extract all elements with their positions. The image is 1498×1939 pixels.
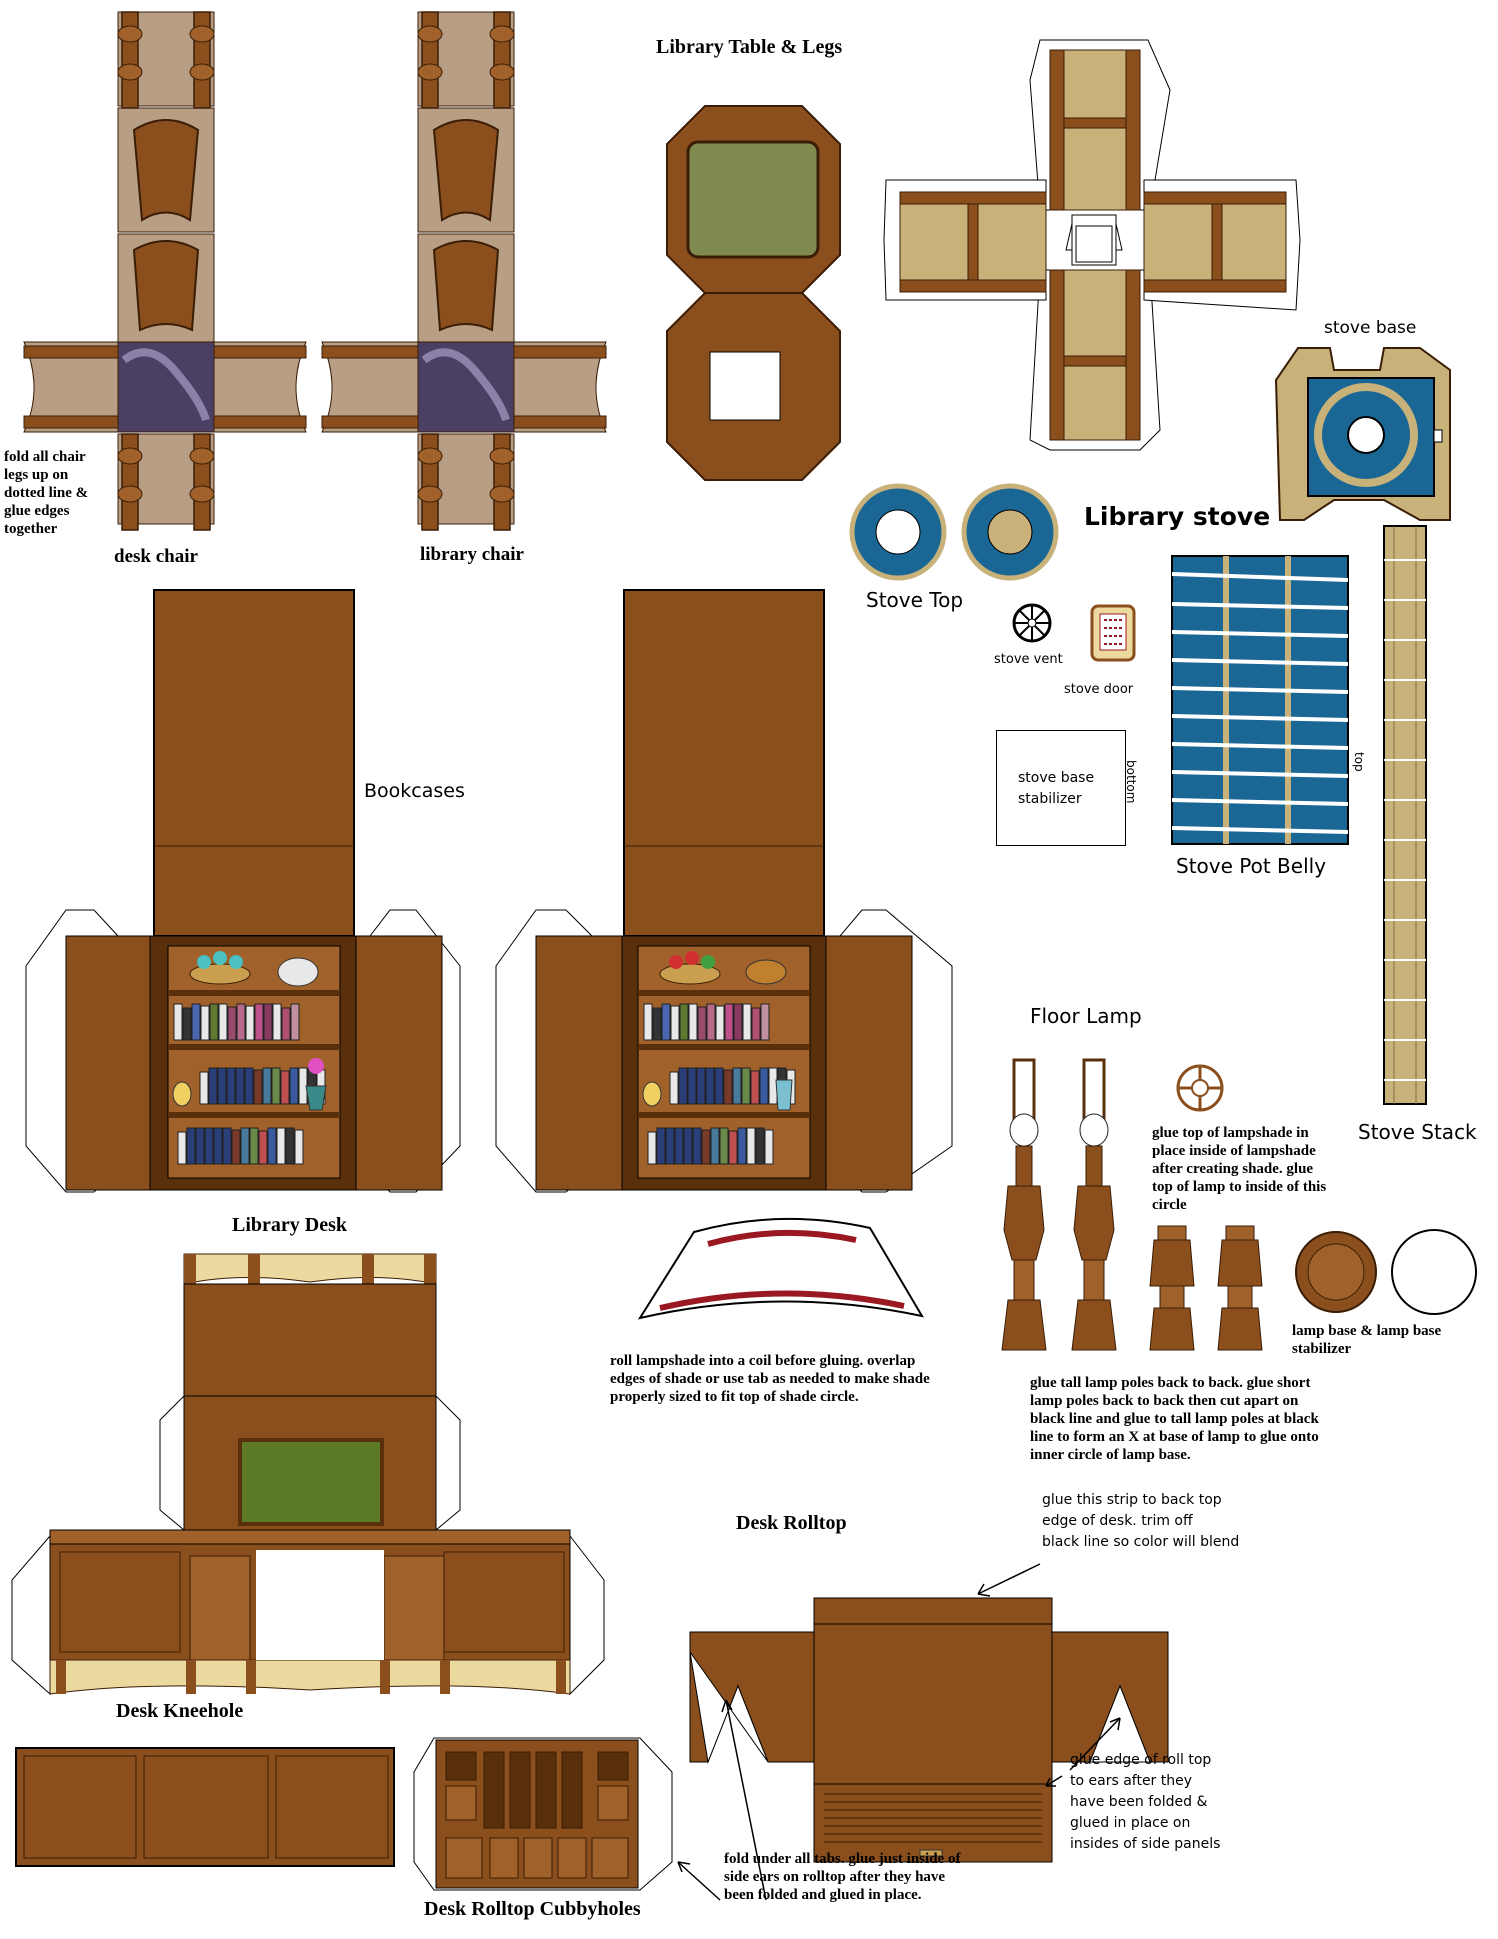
bookcase-icon xyxy=(495,589,953,1193)
rolltop-strip-note: glue this strip to back top edge of desk… xyxy=(1042,1492,1240,1550)
stove-top-label: Stove Top xyxy=(866,588,964,612)
library-chair-label: library chair xyxy=(420,544,524,565)
table-top-icon xyxy=(666,105,841,481)
rolltop-ears-note: glue edge of roll top to ears after they… xyxy=(1070,1752,1221,1852)
lamp-base-label: lamp base & lamp base stabilizer xyxy=(1292,1323,1442,1357)
desk-kneehole-title: Desk Kneehole xyxy=(116,1700,244,1722)
library-chair-icon xyxy=(321,11,607,531)
lampshade-roll-note: roll lampshade into a coil before gluing… xyxy=(610,1353,930,1405)
lampshade-icon xyxy=(637,1217,925,1320)
cubby-tabs-note: fold under all tabs. glue just inside of… xyxy=(724,1851,961,1903)
desk-icon xyxy=(11,1253,605,1696)
lamp-poles-note: glue tall lamp poles back to back. glue … xyxy=(1030,1375,1319,1463)
lamp-pole-icon xyxy=(1000,1058,1477,1352)
cubbyholes-icon xyxy=(413,1737,673,1891)
stove-top-icon xyxy=(849,483,1059,581)
bookcases-title: Bookcases xyxy=(364,780,465,802)
table-legs-icon xyxy=(883,39,1301,451)
bookcase-icon xyxy=(25,589,461,1193)
pot-belly-top-label: top xyxy=(1352,752,1366,772)
pot-belly-bottom-label: bottom xyxy=(1124,760,1138,804)
stove-base-stabilizer xyxy=(996,730,1126,846)
stove-door-icon xyxy=(1090,604,1136,662)
stove-base-stabilizer-label: stove base stabilizer xyxy=(1018,770,1095,807)
stove-vent-icon xyxy=(1012,603,1052,643)
library-stove-title: Library stove xyxy=(1084,502,1271,531)
desk-kneehole-icon xyxy=(15,1747,395,1867)
floor-lamp-title: Floor Lamp xyxy=(1030,1004,1142,1028)
stove-base-icon xyxy=(1274,347,1451,521)
stove-stack-label: Stove Stack xyxy=(1358,1120,1477,1144)
desk-chair-icon xyxy=(23,11,307,531)
rolltop-icon xyxy=(689,1597,1169,1863)
stove-pot-belly-label: Stove Pot Belly xyxy=(1176,854,1327,878)
stove-door-label: stove door xyxy=(1064,682,1134,697)
library-table-title: Library Table & Legs xyxy=(656,36,843,58)
lampshade-top-note: glue top of lampshade in place inside of… xyxy=(1152,1125,1327,1213)
arrow-icon xyxy=(677,1563,1121,1901)
stove-base-label: stove base xyxy=(1324,318,1417,338)
desk-rolltop-title: Desk Rolltop xyxy=(736,1512,847,1534)
desk-rolltop-cubbyholes-title: Desk Rolltop Cubbyholes xyxy=(424,1898,641,1920)
chair-fold-note: fold all chair legs up on dotted line & … xyxy=(4,449,89,537)
pot-belly-icon xyxy=(1171,555,1349,845)
library-desk-title: Library Desk xyxy=(232,1214,347,1236)
stove-vent-label: stove vent xyxy=(994,652,1063,667)
stove-stack-icon xyxy=(1383,525,1427,1105)
desk-chair-label: desk chair xyxy=(114,546,198,567)
